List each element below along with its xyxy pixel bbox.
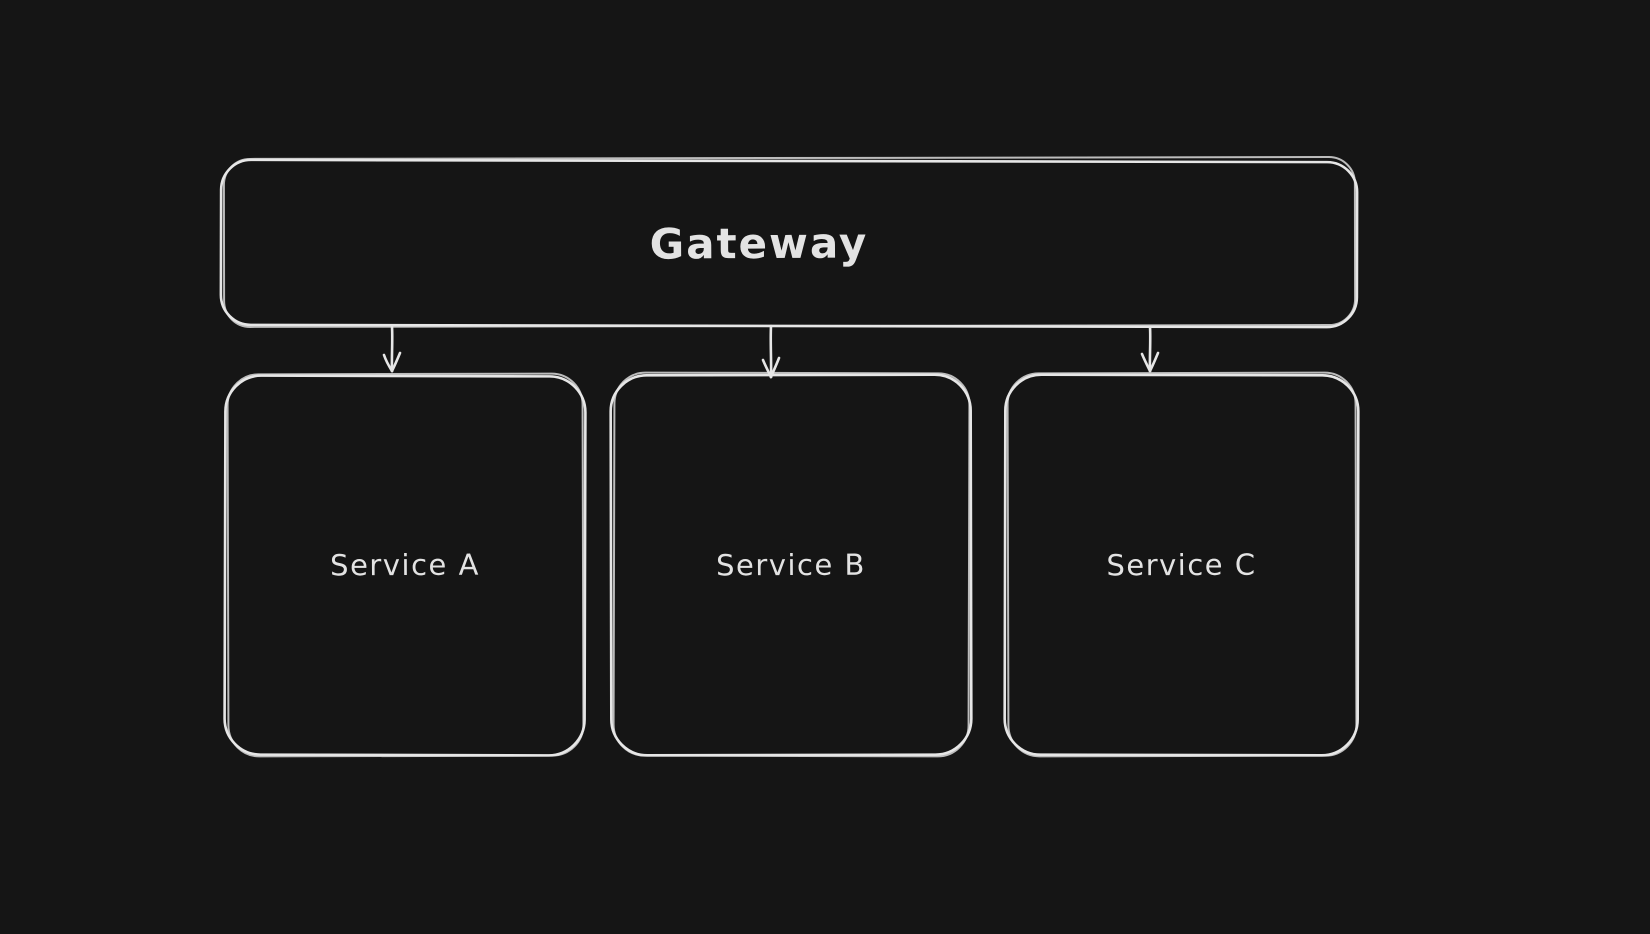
service-a-box[interactable] bbox=[223, 372, 587, 758]
service-b-box[interactable] bbox=[609, 371, 973, 758]
edge-gateway-to-service-a[interactable] bbox=[382, 325, 402, 373]
gateway-box[interactable] bbox=[219, 156, 1359, 329]
edge-gateway-to-service-c[interactable] bbox=[1140, 325, 1160, 373]
service-c-box[interactable] bbox=[1003, 371, 1360, 758]
edge-gateway-to-service-b[interactable] bbox=[761, 324, 781, 379]
